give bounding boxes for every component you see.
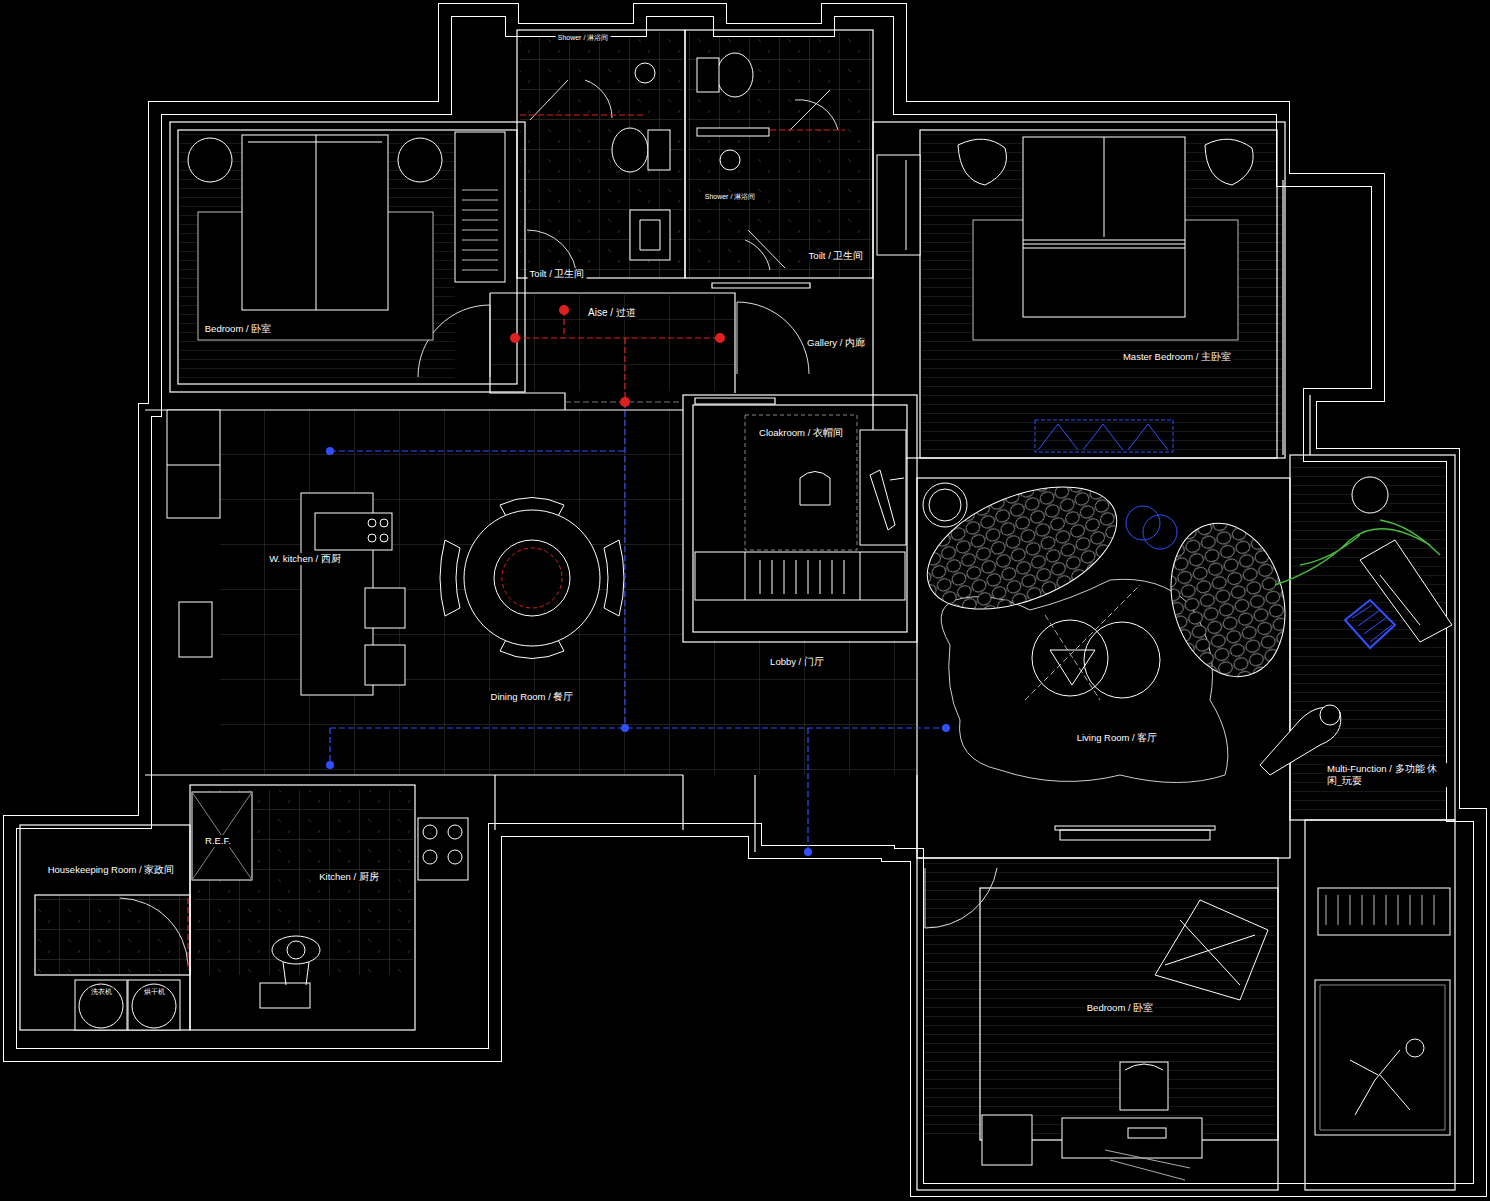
room-label: Shower / 淋浴间 xyxy=(556,34,611,43)
room-label: Master Bedroom / 主卧室 xyxy=(1121,351,1233,363)
room-label: Bedroom / 卧室 xyxy=(203,323,273,335)
wiring xyxy=(188,115,946,970)
room-label: Multi-Function / 多功能 休闲_玩耍 xyxy=(1325,763,1447,787)
room-label: W. kitchen / 西厨 xyxy=(267,553,343,565)
room-label: Bedroom / 卧室 xyxy=(1085,1002,1155,1014)
room-label: 烘干机 xyxy=(142,988,167,997)
outer-wall xyxy=(10,10,1480,1190)
room-walls xyxy=(20,30,1455,1190)
room-label: Dining Room / 餐厅 xyxy=(489,691,576,703)
door-swings xyxy=(120,80,997,965)
room-label: 洗衣机 xyxy=(89,988,114,997)
floor-finishes xyxy=(35,32,1452,1137)
room-label: Toilt / 卫生间 xyxy=(807,250,866,262)
room-label: Living Room / 客厅 xyxy=(1075,732,1160,744)
room-label: Cloakroom / 衣帽间 xyxy=(757,427,845,439)
room-label: Gallery / 内廊 xyxy=(805,337,867,349)
room-label: Lobby / 门厅 xyxy=(768,656,826,668)
room-label: Housekeeping Room / 家政间 xyxy=(46,864,177,876)
room-label: R.E.F. xyxy=(203,835,233,847)
wiring-dots xyxy=(326,305,950,856)
room-label: Shower / 淋浴间 xyxy=(703,193,758,202)
room-label: Aise / 过道 xyxy=(586,307,638,320)
furniture xyxy=(75,53,1452,1180)
room-label: Toilt / 卫生间 xyxy=(528,268,587,280)
room-label: Kitchen / 厨房 xyxy=(317,871,381,883)
